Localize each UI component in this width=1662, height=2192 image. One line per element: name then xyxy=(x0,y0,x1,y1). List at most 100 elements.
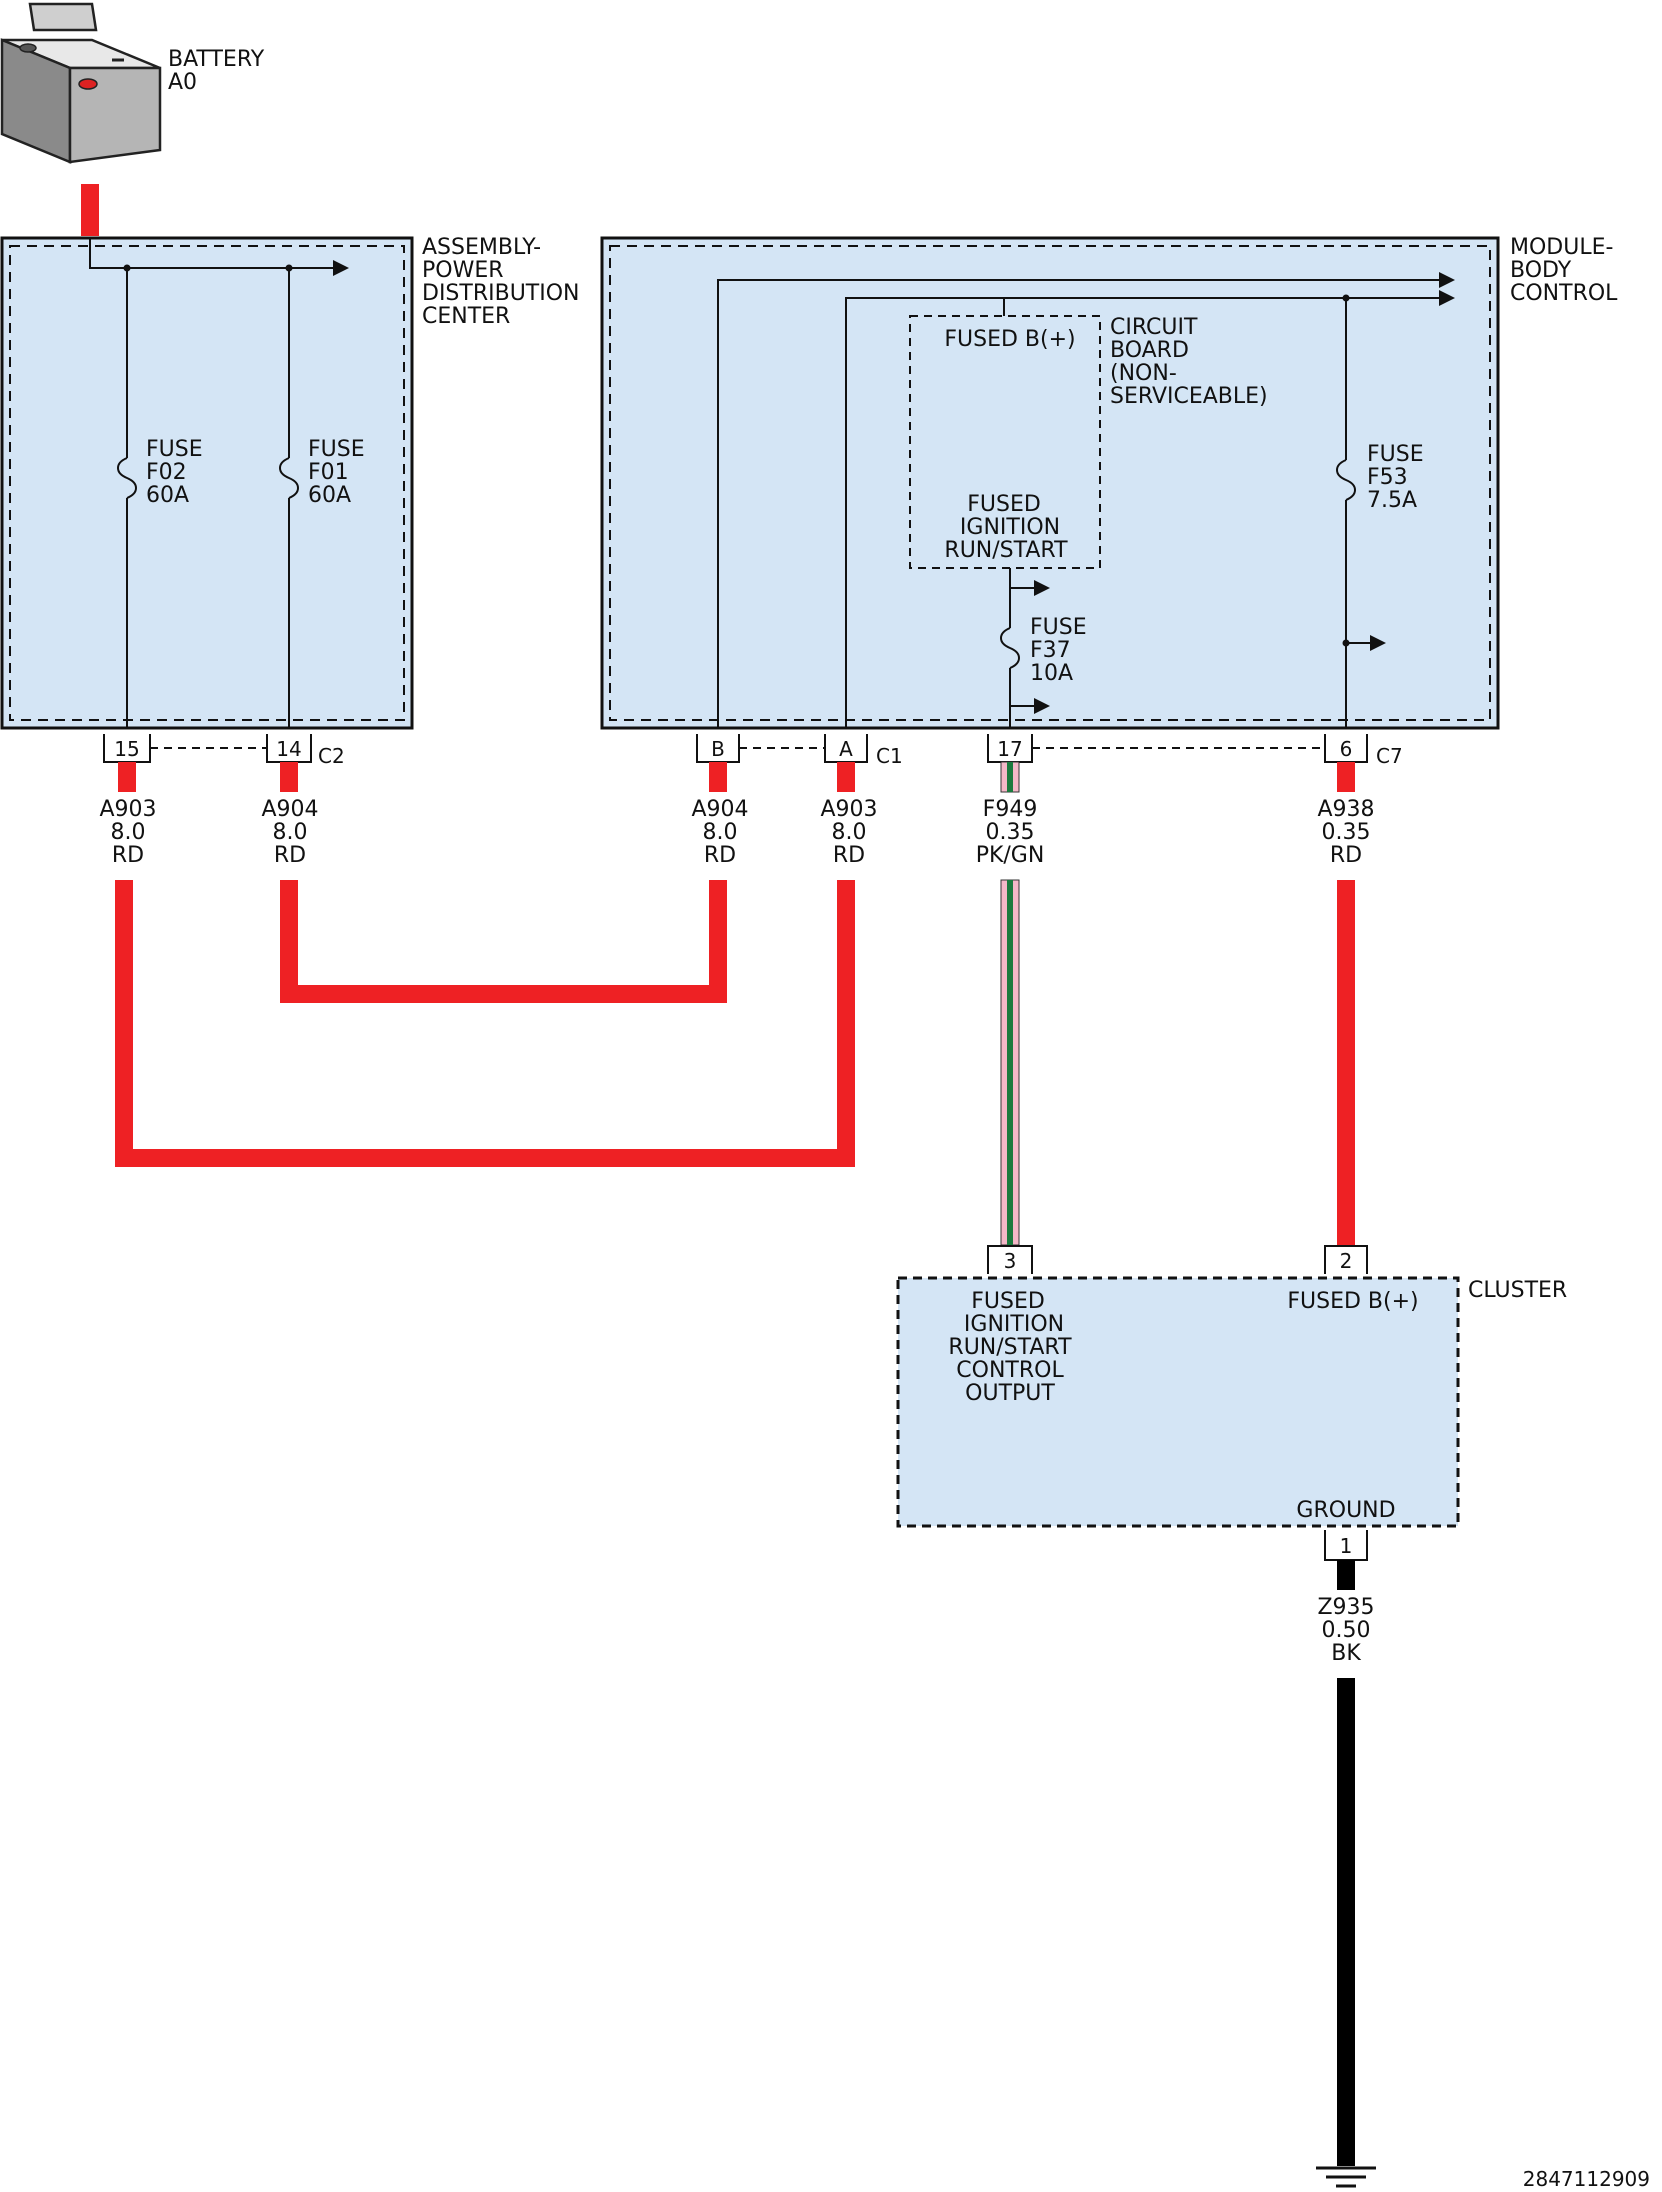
fuse-f01-label: FUSE F01 60A xyxy=(308,437,365,508)
fuse-f53-label: FUSE F53 7.5A xyxy=(1367,442,1424,513)
svg-text:2: 2 xyxy=(1340,1249,1353,1273)
svg-text:C7: C7 xyxy=(1376,744,1403,768)
wire-label-a904-pdc: A904 8.0 RD xyxy=(261,797,318,868)
bcm-box xyxy=(600,236,1500,730)
wire-stub-z935 xyxy=(1337,1560,1355,1590)
svg-text:A904: A904 xyxy=(261,797,318,822)
wire-label-z935: Z935 0.50 BK xyxy=(1317,1595,1374,1666)
connector-c1: B A C1 xyxy=(696,734,903,768)
svg-text:MODULE-: MODULE- xyxy=(1510,235,1613,260)
svg-text:F01: F01 xyxy=(308,460,349,485)
wire-z935 xyxy=(1337,1678,1355,2166)
svg-text:FUSE: FUSE xyxy=(1367,442,1424,467)
battery-feed-wire xyxy=(81,184,99,236)
svg-text:C1: C1 xyxy=(876,744,903,768)
svg-text:1: 1 xyxy=(1340,1534,1353,1558)
fuse-f37-icon xyxy=(1000,627,1020,669)
pdc-inner-outline xyxy=(9,245,405,721)
svg-text:RD: RD xyxy=(1330,843,1362,868)
bcm-a-line xyxy=(845,297,1440,728)
wire-stub-f949 xyxy=(1000,761,1020,793)
fuse-f37-label: FUSE F37 10A xyxy=(1030,615,1087,686)
svg-text:ASSEMBLY-: ASSEMBLY- xyxy=(422,235,541,260)
circuit-board-fused-ign: FUSED IGNITION RUN/START xyxy=(944,492,1068,563)
svg-text:Z935: Z935 xyxy=(1317,1595,1374,1620)
svg-text:8.0: 8.0 xyxy=(832,820,867,845)
bcm-arrow xyxy=(1439,290,1455,306)
svg-text:F02: F02 xyxy=(146,460,187,485)
svg-text:3: 3 xyxy=(1004,1249,1017,1273)
svg-text:RD: RD xyxy=(112,843,144,868)
svg-text:IGNITION: IGNITION xyxy=(960,515,1060,540)
battery-id: A0 xyxy=(168,70,197,95)
svg-text:(NON-: (NON- xyxy=(1110,361,1177,386)
circuit-board-fused-b: FUSED B(+) xyxy=(944,327,1075,352)
diagram-id: 2847112909 xyxy=(1523,2167,1650,2191)
wire-label-a903-bcm: A903 8.0 RD xyxy=(820,797,877,868)
bcm-junction xyxy=(1342,639,1350,647)
cluster-fused-b: FUSED B(+) xyxy=(1287,1289,1418,1314)
svg-text:17: 17 xyxy=(997,737,1022,761)
svg-text:BK: BK xyxy=(1331,1641,1361,1666)
svg-text:FUSED: FUSED xyxy=(971,1289,1045,1314)
svg-text:A903: A903 xyxy=(820,797,877,822)
svg-text:A938: A938 xyxy=(1317,797,1374,822)
cluster-ground-pin: 1 xyxy=(1324,1530,1368,1561)
svg-text:DISTRIBUTION: DISTRIBUTION xyxy=(422,281,580,306)
wire-stub xyxy=(709,762,727,792)
fuse-f53-icon xyxy=(1336,459,1356,501)
pdc-bus xyxy=(89,238,340,269)
bcm-arrow xyxy=(1439,272,1455,288)
wire-a903 xyxy=(115,880,855,1167)
bcm-b-line xyxy=(717,279,1440,728)
circuit-board-label: CIRCUIT BOARD (NON- SERVICEABLE) xyxy=(1110,315,1268,409)
svg-text:FUSE: FUSE xyxy=(308,437,365,462)
pdc-name: ASSEMBLY- POWER DISTRIBUTION CENTER xyxy=(422,235,580,329)
svg-text:CONTROL: CONTROL xyxy=(956,1358,1064,1383)
svg-text:60A: 60A xyxy=(146,483,189,508)
svg-text:A: A xyxy=(839,737,853,761)
cluster-name: CLUSTER xyxy=(1468,1278,1567,1303)
svg-text:C2: C2 xyxy=(318,744,345,768)
bcm-arrow xyxy=(1370,635,1386,651)
svg-text:7.5A: 7.5A xyxy=(1367,488,1417,513)
svg-text:RUN/START: RUN/START xyxy=(948,1335,1072,1360)
svg-text:RD: RD xyxy=(274,843,306,868)
svg-text:F53: F53 xyxy=(1367,465,1408,490)
svg-text:A904: A904 xyxy=(691,797,748,822)
fuse-f02-icon xyxy=(117,457,137,499)
svg-text:BOARD: BOARD xyxy=(1110,338,1189,363)
svg-text:10A: 10A xyxy=(1030,661,1073,686)
fuse-f01-icon xyxy=(279,457,299,499)
svg-text:8.0: 8.0 xyxy=(273,820,308,845)
wire-f949 xyxy=(1000,879,1020,1246)
svg-text:0.35: 0.35 xyxy=(1322,820,1371,845)
svg-text:A903: A903 xyxy=(99,797,156,822)
bcm-inner-outline xyxy=(609,245,1491,721)
battery-icon xyxy=(0,2,162,164)
svg-text:60A: 60A xyxy=(308,483,351,508)
svg-text:CONTROL: CONTROL xyxy=(1510,281,1618,306)
bcm-name: MODULE- BODY CONTROL xyxy=(1510,235,1618,306)
svg-text:RD: RD xyxy=(833,843,865,868)
wire-label-f949: F949 0.35 PK/GN xyxy=(976,797,1045,868)
wire-stub xyxy=(118,762,136,792)
svg-text:14: 14 xyxy=(276,737,301,761)
svg-text:0.50: 0.50 xyxy=(1322,1618,1371,1643)
bcm-arrow xyxy=(1034,698,1050,714)
svg-text:POWER: POWER xyxy=(422,258,504,283)
connector-c2: 15 14 C2 xyxy=(103,734,345,768)
svg-text:8.0: 8.0 xyxy=(111,820,146,845)
cluster-ground-label: GROUND xyxy=(1296,1498,1395,1523)
svg-text:OUTPUT: OUTPUT xyxy=(965,1381,1055,1406)
cluster-box xyxy=(896,1276,1460,1528)
cluster-connector-pins: 3 2 xyxy=(987,1245,1368,1274)
pdc-bus-arrow xyxy=(333,260,349,276)
svg-text:FUSE: FUSE xyxy=(146,437,203,462)
svg-text:F37: F37 xyxy=(1030,638,1071,663)
wire-stub xyxy=(280,762,298,792)
svg-text:0.35: 0.35 xyxy=(986,820,1035,845)
wire-stub xyxy=(1337,762,1355,792)
pdc-box xyxy=(0,236,414,730)
